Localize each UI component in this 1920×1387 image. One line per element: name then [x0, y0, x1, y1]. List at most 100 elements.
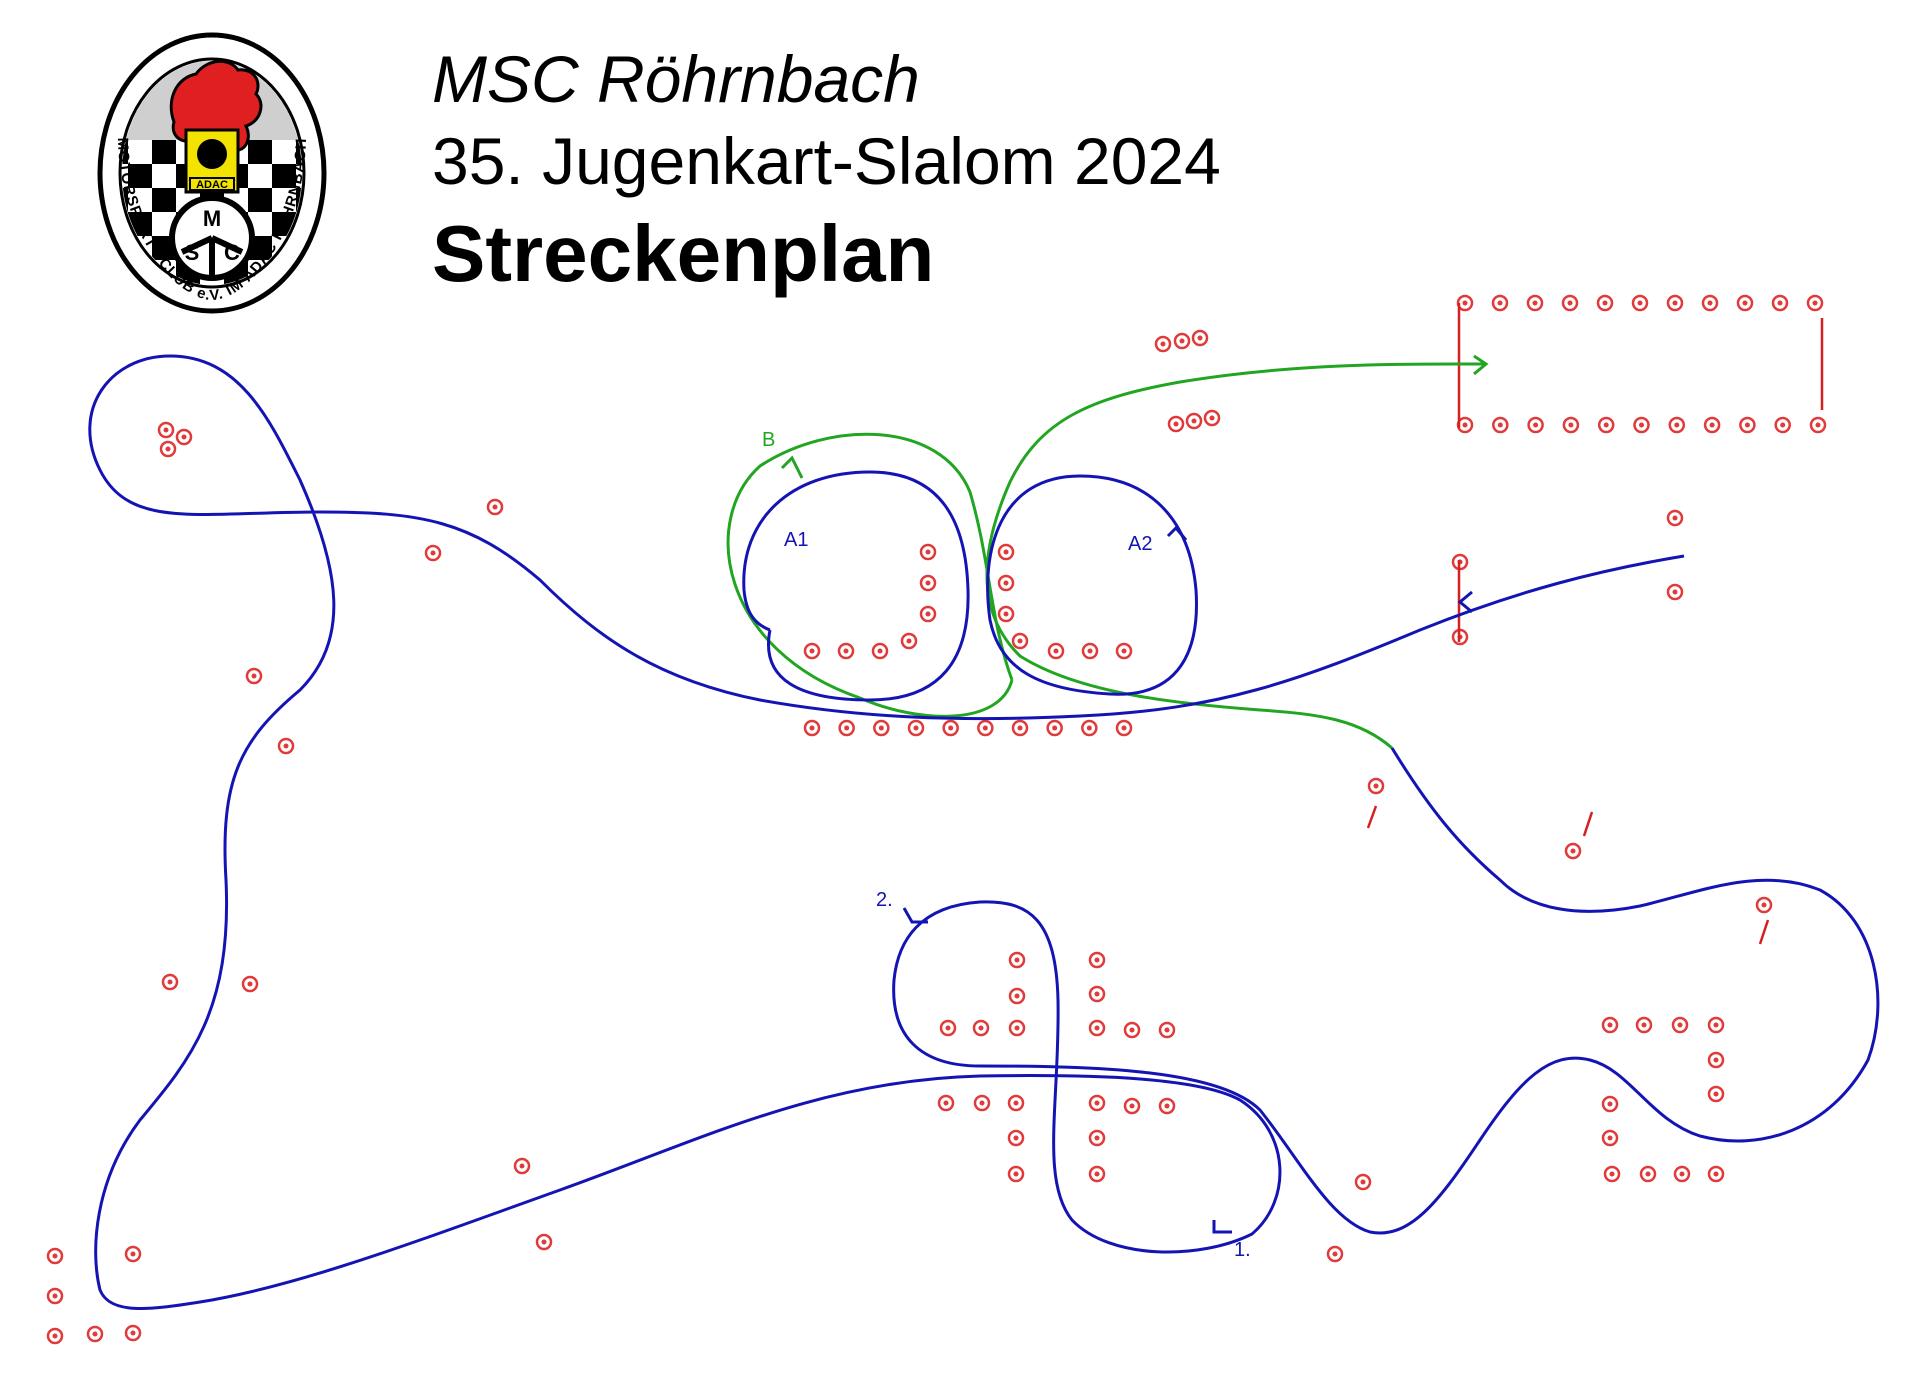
pylon-center — [1014, 957, 1020, 963]
pylon-center — [877, 648, 883, 654]
pylon-center — [979, 1100, 985, 1106]
pylon-center — [1709, 422, 1715, 428]
pylon-center — [925, 549, 931, 555]
pylon-center — [1568, 422, 1574, 428]
logo-letter-s: S — [185, 240, 200, 265]
pylon-center — [1462, 300, 1468, 306]
pylon-center — [1053, 648, 1059, 654]
pylon-center — [982, 725, 988, 731]
pylon-center — [1013, 1171, 1019, 1177]
pylon-center — [492, 504, 498, 510]
pylon-center — [1713, 1057, 1719, 1063]
pylon-center — [283, 743, 289, 749]
pylon-center — [163, 427, 169, 433]
pylon-center — [1017, 638, 1023, 644]
pylon-center — [1094, 1100, 1100, 1106]
pylon-center — [1497, 422, 1503, 428]
pylon-center — [1094, 991, 1100, 997]
gate-group — [1366, 303, 1824, 945]
pylon-center — [1645, 1171, 1651, 1177]
direction-arrow-icon — [902, 907, 928, 924]
pylon-center — [1197, 335, 1203, 341]
pylon-center — [1013, 1100, 1019, 1106]
pylon-center — [844, 725, 850, 731]
adac-badge-text: ADAC — [196, 179, 228, 191]
label-a2: A2 — [1128, 533, 1152, 555]
pylon-center — [1497, 300, 1503, 306]
gate-marker — [1582, 811, 1594, 837]
gate-marker — [1758, 919, 1770, 945]
pylon-center — [1780, 422, 1786, 428]
pylon-center — [1567, 300, 1573, 306]
pylon-center — [1332, 1251, 1338, 1257]
pylon-center — [1160, 341, 1166, 347]
pylon-center — [1003, 611, 1009, 617]
pylon-center — [1607, 1101, 1613, 1107]
pylon-center — [1677, 1022, 1683, 1028]
pylon-center — [809, 725, 815, 731]
pylon-center — [1533, 422, 1539, 428]
pylon-center — [1532, 300, 1538, 306]
pylon-group — [46, 294, 1827, 1345]
pylon-center — [1637, 300, 1643, 306]
pylon-center — [1094, 957, 1100, 963]
pylon-center — [541, 1239, 547, 1245]
pylon-center — [1094, 1135, 1100, 1141]
pylon-center — [978, 1025, 984, 1031]
pylon-center — [906, 638, 912, 644]
pylon-center — [1052, 725, 1058, 731]
pylon-center — [1639, 422, 1644, 428]
pylon-center — [1003, 580, 1009, 586]
pylon-center — [92, 1331, 98, 1337]
pylon-center — [1094, 1171, 1100, 1177]
pylon-center — [1602, 300, 1608, 306]
pylon-center — [925, 611, 931, 617]
pylon-center — [1707, 300, 1713, 306]
header: MSC Röhrnbach 35. Jugenkart-Slalom 2024 … — [432, 46, 1221, 294]
pylon-center — [1713, 1022, 1719, 1028]
pylon-center — [1121, 725, 1127, 731]
pylon-center — [1129, 1103, 1135, 1109]
pylon-center — [1014, 993, 1020, 999]
pylon-center — [1462, 422, 1468, 428]
label-start-1: 1. — [1234, 1239, 1251, 1261]
pylon-center — [945, 1025, 951, 1031]
pylon-center — [1713, 1171, 1719, 1177]
direction-arrow-icon — [1166, 525, 1188, 541]
start-arrow-icon — [1457, 590, 1473, 614]
pylon-center — [1360, 1179, 1366, 1185]
pylon-center — [130, 1330, 136, 1336]
pylon-center — [1087, 648, 1093, 654]
pylon-center — [1641, 1022, 1647, 1028]
pylon-center — [1672, 589, 1678, 595]
pylon-center — [130, 1251, 136, 1257]
pylon-center — [1674, 422, 1680, 428]
club-name: MSC Röhrnbach — [432, 42, 920, 116]
pylon-center — [1094, 1025, 1100, 1031]
pylon-center — [1777, 300, 1783, 306]
pylon-center — [1209, 415, 1215, 421]
pylon-center — [1179, 338, 1185, 344]
pylon-center — [1017, 725, 1023, 731]
pylon-center — [1086, 725, 1092, 731]
pylon-center — [1672, 515, 1678, 521]
page-title: Streckenplan — [432, 209, 935, 298]
pylon-center — [1742, 300, 1748, 306]
logo-letter-m: M — [203, 206, 221, 231]
pylon-center — [1164, 1027, 1170, 1033]
pylon-center — [1570, 848, 1576, 854]
route-main — [88, 354, 1880, 1311]
pylon-center — [165, 446, 171, 452]
label-start-2: 2. — [876, 889, 893, 911]
pylon-center — [1173, 421, 1179, 427]
pylon-center — [52, 1253, 58, 1259]
pylon-center — [1014, 1025, 1020, 1031]
label-b: B — [762, 429, 775, 451]
pylon-center — [1191, 418, 1197, 424]
pylon-center — [948, 725, 954, 731]
finish-arrow-icon — [1473, 354, 1489, 376]
pylon-center — [1013, 1135, 1019, 1141]
pylon-center — [52, 1333, 58, 1339]
pylon-center — [878, 725, 884, 731]
